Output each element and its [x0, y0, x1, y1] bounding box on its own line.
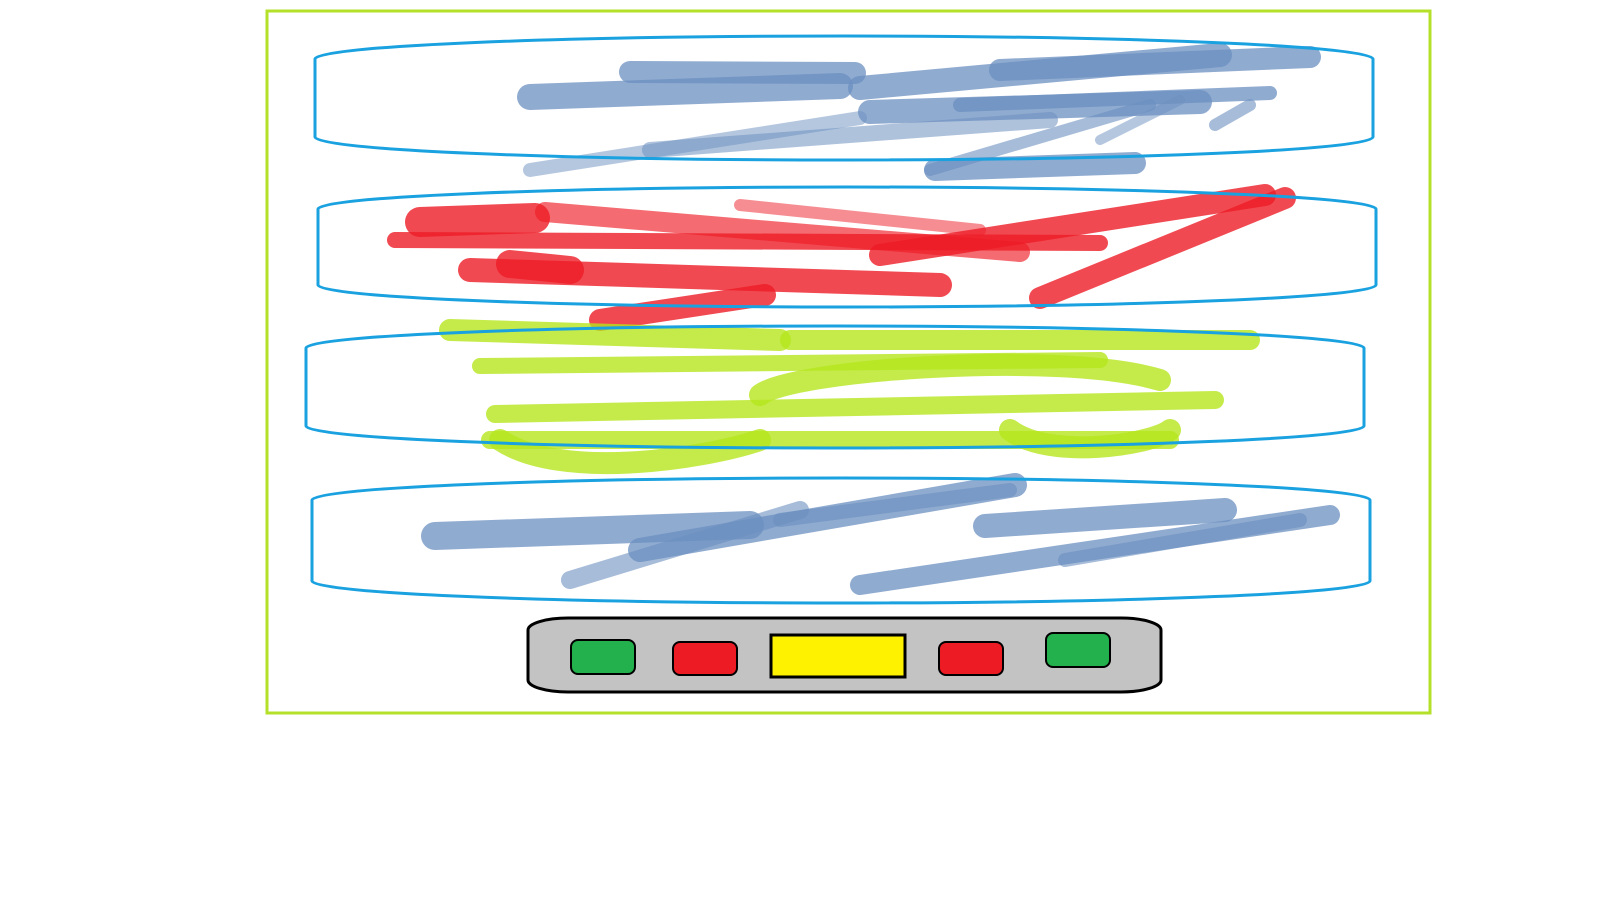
right-green-button[interactable]: [1045, 632, 1111, 668]
panel-4-scribbles: [421, 473, 1340, 595]
panel-4: [310, 473, 1372, 605]
panel-1: [313, 34, 1375, 181]
panel-1-outline: [313, 34, 1375, 162]
panel-2: [316, 184, 1378, 331]
panel-1-scribbles: [517, 43, 1321, 181]
outer-frame: [265, 9, 1432, 715]
left-red-button[interactable]: [672, 641, 738, 676]
panel-2-scribbles: [387, 184, 1296, 331]
control-bar: [526, 616, 1163, 694]
panel-4-outline: [310, 476, 1372, 605]
center-display: [769, 633, 907, 679]
left-green-button[interactable]: [570, 639, 636, 675]
right-red-button[interactable]: [938, 641, 1004, 676]
panel-2-outline: [316, 185, 1378, 309]
panel-3-outline: [304, 324, 1366, 450]
panel-3: [304, 319, 1366, 475]
